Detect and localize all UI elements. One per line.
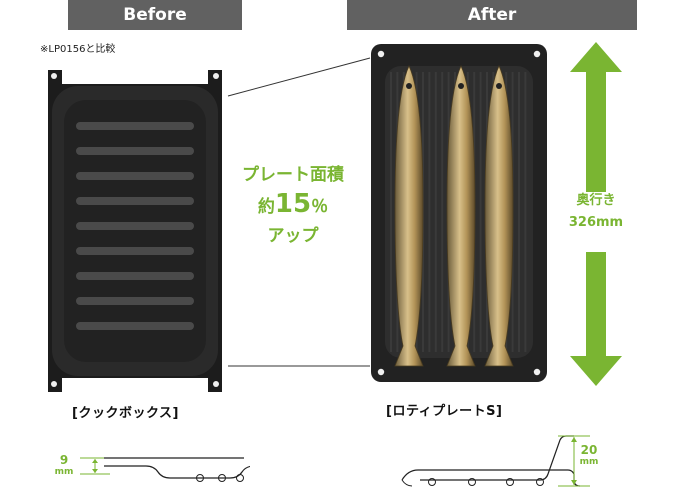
before-profile-diagram [80,457,250,482]
depth-label: 奥行き 326mm [558,190,634,234]
area-increase-text: プレート面積 約15％ アップ [232,162,354,249]
fish-group [394,65,514,367]
after-height-value: 20 [580,443,598,457]
increase-prefix: 約 [257,197,275,217]
before-header: Before [68,0,242,30]
tray-rib [76,197,194,205]
tray-rib [76,247,194,255]
tray-rib [76,297,194,305]
tray-rib [76,322,194,330]
after-height-label: 20 mm [576,444,602,468]
depth-label-text: 奥行き [576,193,616,208]
increase-line3: アップ [267,226,319,246]
depth-value: 326mm [568,215,624,230]
fish [446,65,476,367]
fish [484,65,514,367]
after-profile-diagram [401,435,590,487]
fish [394,65,424,367]
arrow-up-head [570,42,622,80]
roti-plate-image [371,44,547,382]
before-height-unit: mm [54,467,74,477]
tray-rib [76,122,194,130]
tray-rib [76,172,194,180]
after-height-unit: mm [579,457,599,467]
after-caption: [ロティプレートS] [386,404,503,419]
before-height-value: 9 [59,453,69,467]
increase-unit: ％ [311,197,329,217]
tray-rib [76,222,194,230]
arrow-down-head [570,356,622,386]
cook-box-tray-image [48,70,222,392]
tray-ribs [76,122,194,330]
before-caption: [クックボックス] [72,406,179,421]
increase-line1: プレート面積 [242,165,344,185]
depth-arrow [570,42,622,386]
tray-rib [76,272,194,280]
arrow-up-shaft [586,72,606,192]
tray-rib [76,147,194,155]
connector-lines [227,57,371,367]
tray-well [64,100,206,362]
increase-line2: 約15％ [232,188,354,223]
arrow-down-shaft [586,252,606,358]
increase-number: 15 [274,189,312,219]
after-header: After [347,0,637,30]
comparison-note: ※LP0156と比較 [40,44,116,55]
before-height-label: 9 mm [52,454,76,478]
